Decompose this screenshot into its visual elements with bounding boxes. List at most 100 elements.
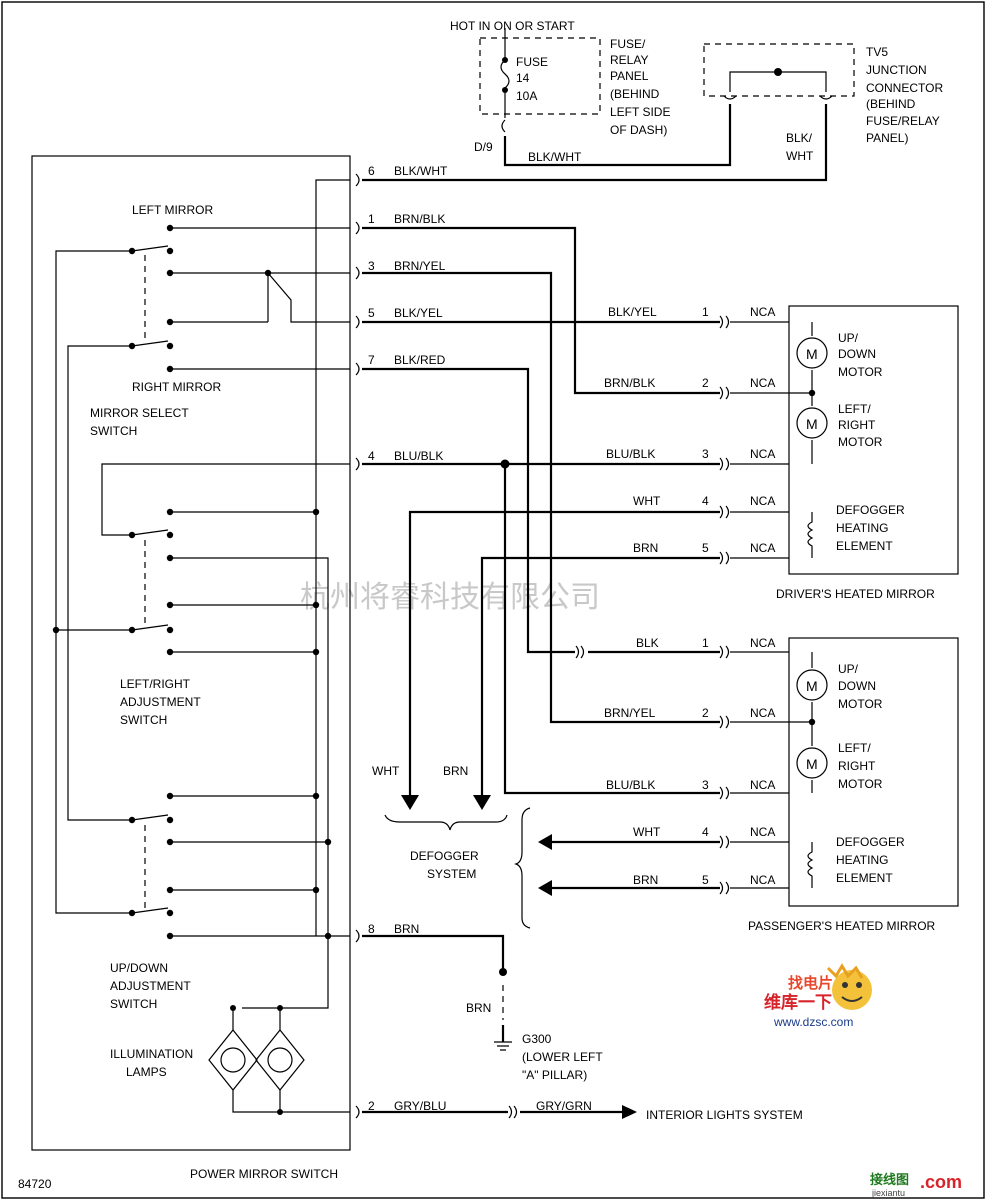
fuse-panel-label-4: (BEHIND [610, 87, 660, 101]
drivers-defog-label-3: ELEMENT [836, 539, 893, 553]
pin-1-num: 1 [368, 212, 375, 226]
junction-bus [729, 71, 827, 92]
drivers-lr-motor-icon [796, 407, 828, 439]
right-mirror-label: RIGHT MIRROR [132, 380, 221, 394]
fuse-panel-label-3: PANEL [610, 69, 649, 83]
passengers-pin3-nca: NCA [750, 778, 775, 792]
drivers-pin4-wire: WHT [633, 494, 661, 508]
pin-8-wire: BRN [394, 922, 419, 936]
illum-label-1: ILLUMINATION [110, 1047, 193, 1061]
interior-lights-label: INTERIOR LIGHTS SYSTEM [646, 1108, 803, 1122]
fuse-rating: 10A [516, 89, 537, 103]
junction-wire-1: BLK/ [786, 131, 813, 145]
fuse-panel-label-6: OF DASH) [610, 123, 667, 137]
junction-label-2: JUNCTION [866, 63, 927, 77]
drivers-pin3-wire: BLU/BLK [606, 447, 655, 461]
passengers-pin5-wire: BRN [633, 873, 658, 887]
drivers-ud-label-1: UP/ [838, 331, 859, 345]
junction-label-6: PANEL) [866, 131, 908, 145]
logo-bottom-url: jiexiantu [871, 1188, 905, 1198]
fuse-number: 14 [516, 71, 530, 85]
fuse-pin-label: D/9 [474, 140, 493, 154]
passengers-pin2-nca: NCA [750, 706, 775, 720]
logo-mid: 维库一下 [764, 992, 832, 1012]
pin-5-wire: BLK/YEL [394, 306, 443, 320]
defogger-system-label-2: SYSTEM [427, 867, 476, 881]
switch-connector-pins [355, 173, 360, 1119]
junction-label-4: (BEHIND [866, 97, 916, 111]
passengers-lr-label-3: MOTOR [838, 777, 883, 791]
drivers-mirror-title: DRIVER'S HEATED MIRROR [776, 587, 935, 601]
passengers-pin5-num: 5 [702, 873, 709, 887]
fuse-box [479, 37, 601, 115]
drivers-pin2-wire: BRN/BLK [604, 376, 655, 390]
junction-box [703, 43, 855, 97]
ud-adjust-label-3: SWITCH [110, 997, 157, 1011]
defogger-brn-label: BRN [443, 764, 468, 778]
passengers-lr-motor-icon [796, 747, 828, 779]
interior-wire-label: GRY/GRN [536, 1099, 592, 1113]
passengers-defog-label-1: DEFOGGER [836, 835, 905, 849]
lr-adjust-label-1: LEFT/RIGHT [120, 677, 191, 691]
passengers-pin1-num: 1 [702, 636, 709, 650]
harness-wires [362, 104, 828, 1114]
fuse-wire-label: BLK/WHT [528, 150, 582, 164]
drivers-connector-marks [719, 315, 814, 565]
passengers-mirror-title: PASSENGER'S HEATED MIRROR [748, 919, 936, 933]
pin-1-wire: BRN/BLK [394, 212, 445, 226]
ud-adjust-label-1: UP/DOWN [110, 961, 168, 975]
drivers-ud-label-2: DOWN [838, 347, 876, 361]
fuse-panel-label-5: LEFT SIDE [610, 105, 670, 119]
drivers-lr-label-2: RIGHT [838, 418, 876, 432]
passengers-pin2-wire: BRN/YEL [604, 706, 656, 720]
junction-wire-2: WHT [786, 149, 814, 163]
junction-label-5: FUSE/RELAY [866, 114, 940, 128]
passengers-ud-label-1: UP/ [838, 662, 859, 676]
passengers-pin1-nca: NCA [750, 636, 775, 650]
logo-bottom: 接线图 [870, 1172, 909, 1187]
ground-splice-dot [499, 968, 507, 976]
watermark: 杭州将睿科技有限公司 [300, 580, 600, 615]
power-mirror-switch-box [31, 155, 351, 1151]
passengers-lr-label-1: LEFT/ [838, 741, 871, 755]
passengers-pin4-wire: WHT [633, 825, 661, 839]
defogger-system-label-1: DEFOGGER [410, 849, 479, 863]
passengers-mirror-box [788, 637, 959, 907]
pin-7-wire: BLK/RED [394, 353, 446, 367]
drivers-pin5-nca: NCA [750, 541, 775, 555]
hot-label: HOT IN ON OR START [450, 19, 575, 33]
pin-5-num: 5 [368, 306, 375, 320]
drivers-pin3-num: 3 [702, 447, 709, 461]
passengers-pin2-num: 2 [702, 706, 709, 720]
defogger-wht-label: WHT [372, 764, 400, 778]
passengers-ud-label-3: MOTOR [838, 697, 883, 711]
fuse-panel-label-2: RELAY [610, 53, 648, 67]
passengers-pin3-wire: BLU/BLK [606, 778, 655, 792]
passengers-ud-motor-icon [796, 669, 828, 701]
diagram-number: 84720 [18, 1177, 52, 1191]
junction-label-3: CONNECTOR [866, 81, 943, 95]
pin-3-num: 3 [368, 259, 375, 273]
drivers-pin2-nca: NCA [750, 376, 775, 390]
arrows [401, 645, 637, 1119]
pin-2-wire: GRY/BLU [394, 1099, 446, 1113]
drivers-pin3-nca: NCA [750, 447, 775, 461]
ground-label-2: (LOWER LEFT [522, 1050, 603, 1064]
pin-6-num: 6 [368, 164, 375, 178]
drivers-defog-label-1: DEFOGGER [836, 503, 905, 517]
pin-4-wire: BLU/BLK [394, 449, 443, 463]
drivers-lr-label-1: LEFT/ [838, 402, 871, 416]
pin-3-wire: BRN/YEL [394, 259, 446, 273]
lr-adjust-label-2: ADJUSTMENT [120, 695, 201, 709]
defogger-brace [384, 814, 508, 831]
drivers-pin4-num: 4 [702, 494, 709, 508]
logo-top: 找电片 [788, 974, 833, 992]
drivers-defog-label-2: HEATING [836, 521, 888, 535]
fuse-name: FUSE [516, 55, 548, 69]
drivers-lr-label-3: MOTOR [838, 435, 883, 449]
drivers-pin5-wire: BRN [633, 541, 658, 555]
ground-label-3: "A" PILLAR) [522, 1068, 587, 1082]
drivers-pin2-num: 2 [702, 376, 709, 390]
passengers-ud-label-2: DOWN [838, 679, 876, 693]
